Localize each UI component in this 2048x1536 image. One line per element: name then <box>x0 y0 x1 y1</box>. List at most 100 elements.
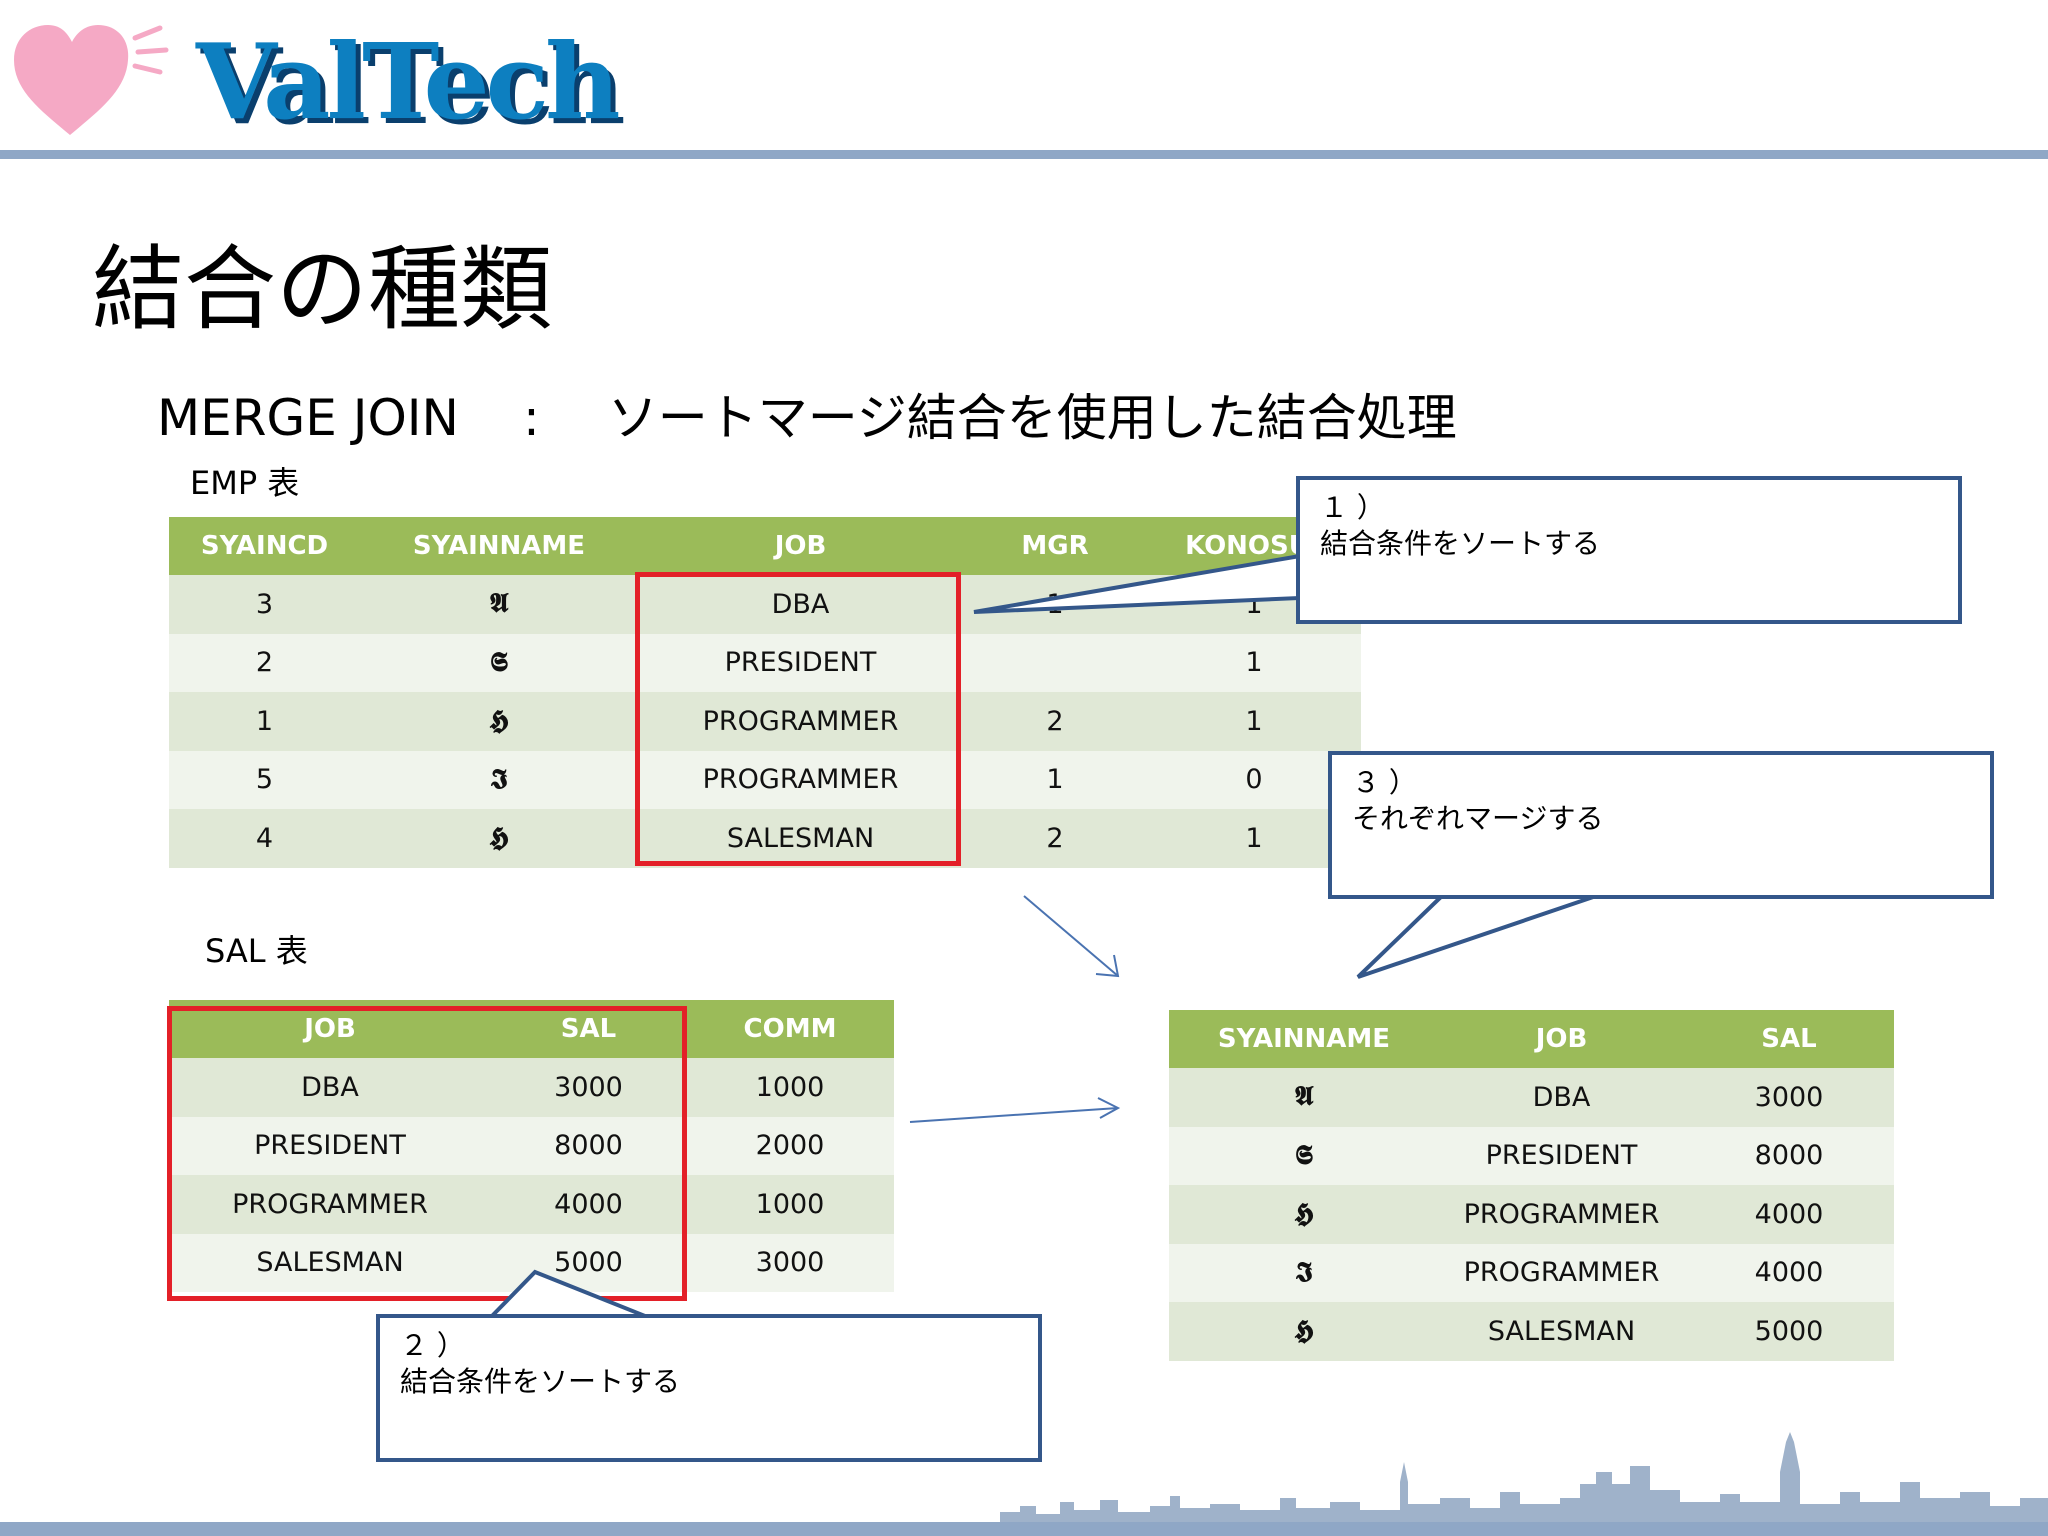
table-cell: 𝕬 <box>1169 1068 1439 1127</box>
page-title: 結合の種類 <box>92 236 553 343</box>
table-cell: 4000 <box>491 1175 686 1234</box>
table-cell: 𝕳 <box>360 692 638 751</box>
table-cell: 4000 <box>1684 1185 1894 1244</box>
table-cell: 5 <box>169 750 360 809</box>
table-cell: 1 <box>1147 692 1361 751</box>
res-col-header: JOB <box>1439 1010 1684 1068</box>
table-cell: 𝕳 <box>1169 1302 1439 1361</box>
table-cell: 2 <box>963 692 1147 751</box>
table-cell: 𝕴 <box>1169 1243 1439 1302</box>
table-cell: DBA <box>1439 1068 1684 1127</box>
callout-step-1-number: １ ） <box>1320 491 1385 524</box>
table-cell: PROGRAMMER <box>1439 1243 1684 1302</box>
table-cell: 1000 <box>686 1058 894 1117</box>
callout-step-3-text: それぞれマージする <box>1352 802 1604 835</box>
flow-arrow-sal <box>909 1097 1121 1123</box>
table-cell: PROGRAMMER <box>1439 1185 1684 1244</box>
table-cell: 𝕳 <box>360 809 638 868</box>
table-cell: 1 <box>169 692 360 751</box>
sal-join-column-highlight <box>167 1006 687 1301</box>
callout-step-2-text: 結合条件をソートする <box>400 1365 681 1398</box>
callout-step-1: １ ） 結合条件をソートする <box>1296 476 1962 624</box>
callout-2-tail <box>485 1269 651 1320</box>
table-cell: 𝕾 <box>1169 1126 1439 1185</box>
table-cell: 1 <box>1147 809 1361 868</box>
table-cell: PRESIDENT <box>169 1116 491 1175</box>
callout-step-3-number: ３ ） <box>1352 766 1417 799</box>
table-cell: SALESMAN <box>638 809 963 868</box>
table-cell: PRESIDENT <box>1439 1126 1684 1185</box>
brand-logo-text: ValTech <box>196 20 621 143</box>
callout-1-tail <box>973 553 1302 614</box>
table-cell: PRESIDENT <box>638 633 963 692</box>
table-cell: 1 <box>1147 633 1361 692</box>
table-cell: 8000 <box>491 1116 686 1175</box>
table-cell: 2 <box>169 633 360 692</box>
table-cell: 5000 <box>1684 1302 1894 1361</box>
table-cell: 2 <box>963 809 1147 868</box>
table-cell: 3000 <box>491 1058 686 1117</box>
callout-step-1-text: 結合条件をソートする <box>1320 527 1601 560</box>
subtitle-description: ソートマージ結合を使用した結合処理 <box>607 389 1457 447</box>
emp-col-header: SYAINCD <box>169 517 360 575</box>
table-cell: DBA <box>169 1058 491 1117</box>
table-cell: 4000 <box>1684 1243 1894 1302</box>
table-cell: DBA <box>638 575 963 634</box>
table-cell: 4 <box>169 809 360 868</box>
heart-icon <box>14 25 169 135</box>
table-cell: 𝕳 <box>1169 1185 1439 1244</box>
table-cell: 3000 <box>686 1233 894 1292</box>
table-cell: 𝕾 <box>360 633 638 692</box>
table-cell: PROGRAMMER <box>169 1175 491 1234</box>
logo-area: ValTech <box>0 0 2048 150</box>
emp-table-label: EMP 表 <box>190 464 300 502</box>
subtitle-term: MERGE JOIN <box>157 389 459 447</box>
callout-step-3: ３ ） それぞれマージする <box>1328 751 1994 899</box>
table-cell: SALESMAN <box>169 1233 491 1292</box>
callout-3-tail <box>1356 891 1606 979</box>
res-col-header: SYAINNAME <box>1169 1010 1439 1068</box>
sal-col-header: COMM <box>686 1000 894 1058</box>
callout-step-2-number: ２ ） <box>400 1329 465 1362</box>
subtitle: MERGE JOIN: ソートマージ結合を使用した結合処理 <box>157 378 1457 450</box>
table-cell: PROGRAMMER <box>638 692 963 751</box>
sal-table-label: SAL 表 <box>205 932 308 970</box>
subtitle-separator: : <box>522 389 540 447</box>
table-cell: 3000 <box>1684 1068 1894 1127</box>
emp-col-header: SYAINNAME <box>360 517 638 575</box>
table-cell: 3 <box>169 575 360 634</box>
table-cell <box>963 633 1147 692</box>
emp-col-header: MGR <box>963 517 1147 575</box>
emp-col-header: JOB <box>638 517 963 575</box>
res-col-header: SAL <box>1684 1010 1894 1068</box>
table-cell: PROGRAMMER <box>638 750 963 809</box>
emp-join-column-highlight <box>635 572 961 866</box>
table-cell: 2000 <box>686 1116 894 1175</box>
table-cell: 8000 <box>1684 1126 1894 1185</box>
table-cell: SALESMAN <box>1439 1302 1684 1361</box>
footer-band <box>0 1522 2048 1536</box>
callout-step-2: ２ ） 結合条件をソートする <box>376 1314 1042 1462</box>
table-cell: 𝕴 <box>360 750 638 809</box>
flow-arrow-emp <box>1023 895 1120 978</box>
table-cell: 𝕬 <box>360 575 638 634</box>
skyline-illustration <box>1000 1432 2048 1524</box>
table-cell: 1000 <box>686 1175 894 1234</box>
header-divider <box>0 150 2048 159</box>
